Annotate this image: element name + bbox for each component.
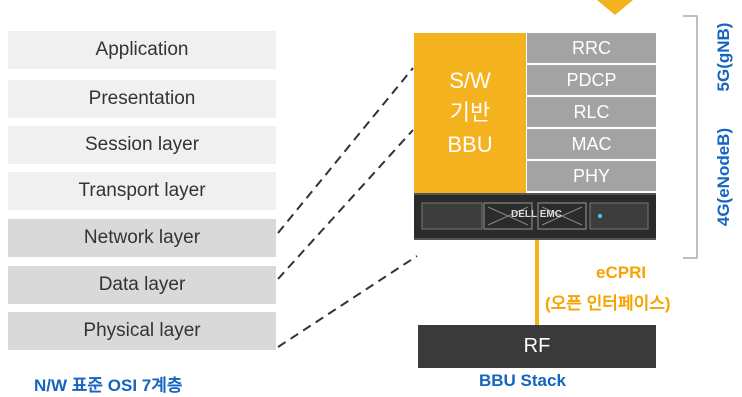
label-4g-enodeb: 4G(eNodeB) (714, 127, 733, 227)
osi-layer-physical: Physical layer (8, 312, 276, 350)
osi-layer-label: Application (95, 39, 189, 60)
rf-label: RF (523, 335, 551, 357)
osi-layer-application: Application (8, 31, 276, 69)
label-5g-gnb: 5G(gNB) (714, 22, 733, 92)
osi-layer-network: Network layer (8, 219, 276, 257)
server-grille (421, 202, 649, 230)
stack-layer-rlc: RLC (527, 97, 656, 127)
osi-layer-label: Network layer (83, 227, 201, 248)
bbu-block-line: S/W (449, 68, 491, 93)
stack-layer-phy: PHY (527, 161, 656, 191)
osi-layer-label: Physical layer (83, 320, 201, 341)
ecpri-label: eCPRI (596, 263, 647, 282)
bbu-block-line: 기반 (449, 100, 491, 125)
osi-layer-transport: Transport layer (8, 172, 276, 210)
ecpri-sublabel: (오픈 인터페이스) (545, 294, 671, 313)
sw-bbu-block: S/W 기반 BBU (414, 33, 526, 193)
osi-layer-label: Presentation (88, 88, 196, 109)
connector-network (277, 67, 414, 234)
bbu-block-line: BBU (447, 132, 493, 157)
rf-box: RF (418, 325, 656, 368)
osi-layer-presentation: Presentation (8, 80, 276, 118)
stack-layer-label: PDCP (566, 69, 617, 90)
stack-layer-label: RLC (573, 101, 610, 122)
osi-layer-label: Data layer (98, 274, 186, 295)
bbu-stack-caption: BBU Stack (479, 371, 566, 390)
top-arrow-icon (597, 0, 633, 15)
generation-bracket (683, 15, 698, 259)
stack-layer-pdcp: PDCP (527, 65, 656, 95)
stack-layer-label: MAC (571, 133, 612, 154)
stack-layer-label: PHY (572, 165, 610, 186)
osi-layer-data: Data layer (8, 266, 276, 304)
server-brand-logo: DELL EMC (511, 209, 562, 220)
connector-data (277, 129, 414, 280)
stack-layer-label: RRC (572, 37, 611, 58)
osi-layer-session: Session layer (8, 126, 276, 164)
server-image: DELL EMC (414, 193, 656, 240)
osi-caption: N/W 표준 OSI 7계층 (34, 376, 183, 395)
stack-layer-rrc: RRC (527, 33, 656, 63)
osi-layer-label: Transport layer (78, 180, 206, 201)
connector-physical (277, 255, 418, 348)
osi-layer-label: Session layer (84, 134, 200, 155)
stack-layer-mac: MAC (527, 129, 656, 159)
